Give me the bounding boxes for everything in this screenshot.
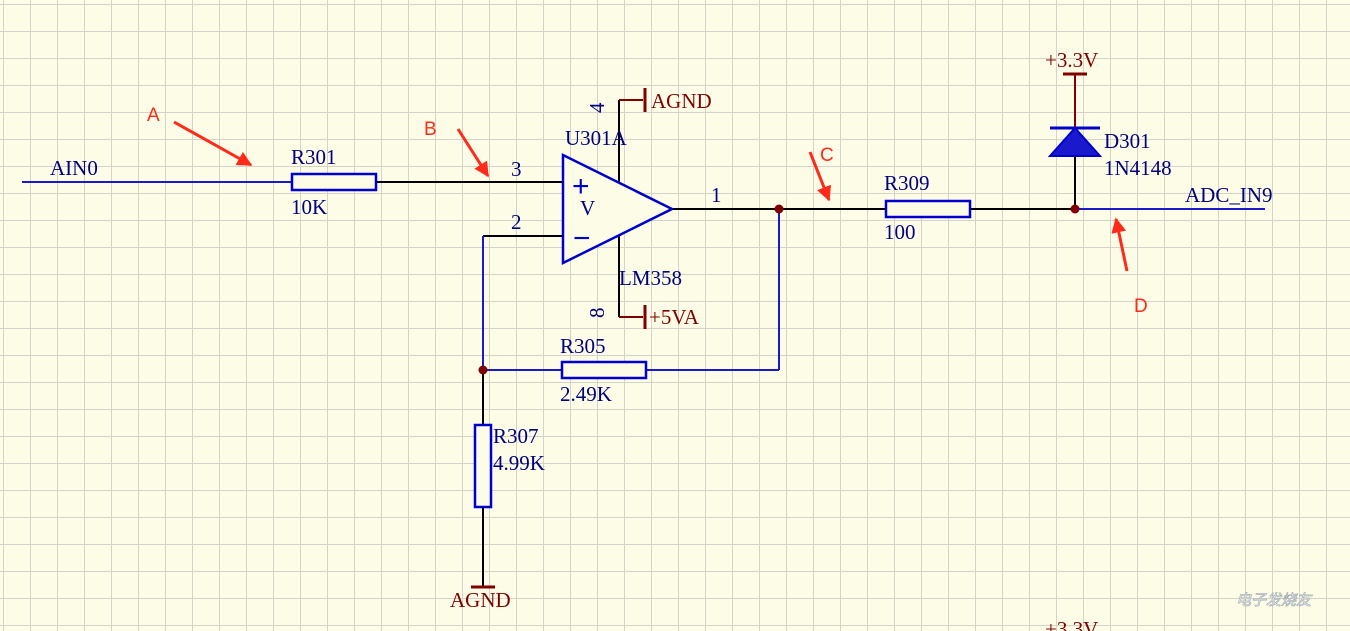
resistor-bodies (290, 172, 972, 509)
v33-label-bottom: +3.3V (1045, 617, 1098, 631)
diode-designator: D301 (1104, 129, 1151, 153)
vcc-label: +5VA (649, 305, 700, 329)
r309-value: 100 (884, 220, 916, 244)
r301-body (290, 172, 378, 192)
net-label-adc: ADC_IN9 (1185, 183, 1273, 207)
r305-value: 2.49K (560, 382, 612, 406)
r307-designator: R307 (493, 424, 539, 448)
gnd-label-bottom: AGND (450, 588, 511, 612)
junction-adc (1070, 204, 1080, 214)
r301-value: 10K (291, 195, 327, 219)
annotation-d: D (1134, 296, 1148, 317)
gnd-label-top: AGND (651, 89, 712, 113)
wires (22, 75, 1265, 587)
r305-body (560, 360, 648, 380)
r309-body (884, 199, 972, 219)
arrow-c (808, 151, 832, 202)
opamp-pin2: 2 (511, 210, 522, 234)
diode-symbol (1047, 126, 1103, 157)
opamp-plus: + (572, 170, 590, 203)
arrow-d (1111, 217, 1129, 272)
r307-value: 4.99K (493, 451, 545, 475)
junction-feedback (478, 365, 488, 375)
arrow-b (456, 128, 490, 178)
v33-label-top: +3.3V (1045, 48, 1098, 72)
annotation-a: A (147, 105, 160, 126)
arrow-a (173, 120, 253, 167)
diode-triangle (1047, 126, 1103, 157)
annotation-b: B (424, 119, 437, 140)
r309-designator: R309 (884, 171, 930, 195)
opamp-pin1: 1 (711, 183, 722, 207)
diode-part: 1N4148 (1104, 156, 1172, 180)
watermark-text: 电子发烧友 (1236, 591, 1313, 609)
r301-designator: R301 (291, 145, 337, 169)
annotation-c: C (820, 145, 834, 166)
opamp-triangle (561, 152, 675, 266)
junction-output (774, 204, 784, 214)
opamp-pin4: 4 (585, 102, 609, 113)
r307-body (473, 423, 493, 509)
net-label-ain0: AIN0 (50, 156, 98, 180)
opamp-glyph: V (580, 196, 595, 220)
watermark: 电子发烧友 (1236, 591, 1314, 610)
opamp-symbol: + − V (561, 152, 675, 266)
opamp-part: LM358 (619, 266, 682, 290)
opamp-pin8: 8 (585, 308, 609, 319)
opamp-minus: − (573, 222, 591, 255)
r305-designator: R305 (560, 334, 606, 358)
power-symbols (471, 72, 1087, 589)
labels: AIN0 R301 10K 3 2 1 4 8 U301A LM358 AGND… (50, 48, 1273, 631)
opamp-pin3: 3 (511, 157, 522, 181)
annotations: A B C D (147, 105, 1148, 317)
junctions (478, 204, 1080, 375)
opamp-designator: U301A (565, 126, 628, 150)
